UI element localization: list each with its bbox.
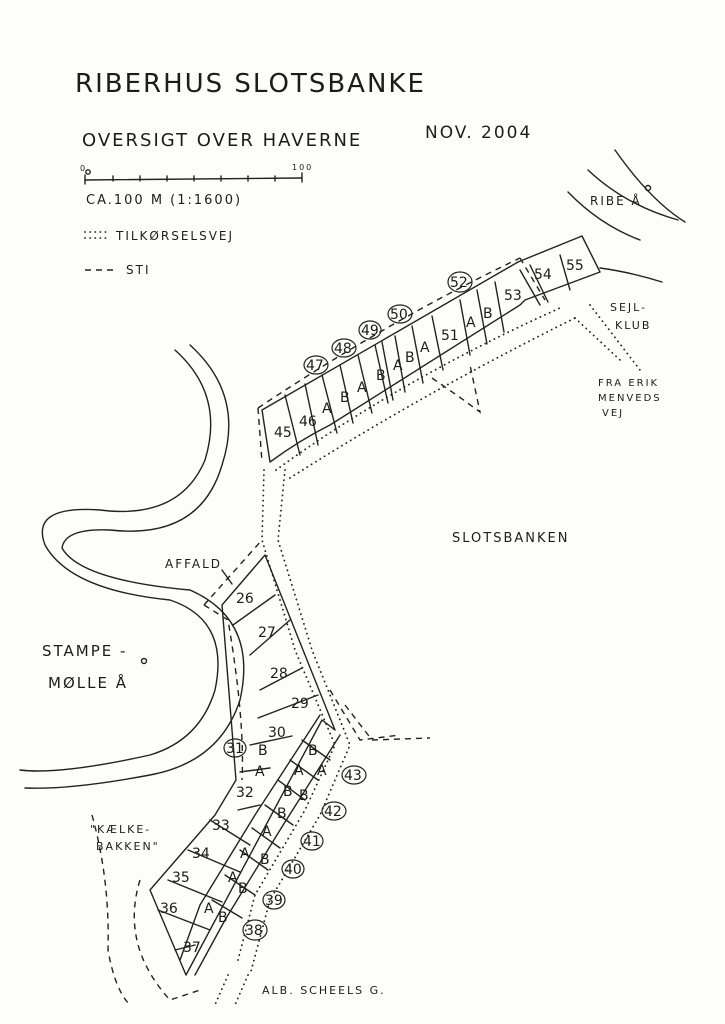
legend-sti: STI xyxy=(126,263,151,277)
circled-38: 38 xyxy=(242,919,268,941)
garden-54: 54 xyxy=(534,267,552,283)
garden-29: 29 xyxy=(291,696,309,712)
garden-41a: A xyxy=(262,824,272,840)
map-subtitle: OVERSIGT OVER HAVERNE xyxy=(82,130,362,151)
stampemolle-a-river xyxy=(19,349,219,772)
svg-text:52: 52 xyxy=(450,275,468,291)
svg-text:KLUB: KLUB xyxy=(615,319,651,332)
garden-26: 26 xyxy=(236,591,254,607)
garden-50a: A xyxy=(420,340,430,356)
svg-text:49: 49 xyxy=(361,323,379,339)
garden-43b: B xyxy=(308,743,318,759)
svg-text:40: 40 xyxy=(284,862,302,878)
garden-49a: A xyxy=(393,358,403,374)
ribe-a-river xyxy=(587,169,679,221)
garden-37: 37 xyxy=(183,940,201,956)
garden-38a: A xyxy=(204,901,214,917)
circled-48: 48 xyxy=(331,338,357,358)
scale-bar: 0 100 CA.100 M (1:1600) xyxy=(80,163,313,208)
svg-text:48: 48 xyxy=(334,341,352,357)
garden-51a: A xyxy=(466,315,476,331)
svg-text:MENVEDS: MENVEDS xyxy=(598,393,662,404)
circled-43: 43 xyxy=(341,765,367,785)
garden-42b-1: B xyxy=(283,784,293,800)
svg-text:VEJ: VEJ xyxy=(602,408,624,419)
garden-47b: B xyxy=(340,390,350,406)
svg-text:43: 43 xyxy=(344,768,362,784)
svg-text:38: 38 xyxy=(245,923,263,939)
circled-31: 31 xyxy=(223,738,247,758)
marker-dot xyxy=(140,657,148,665)
label-alb-scheels: ALB. SCHEELS G. xyxy=(262,984,386,997)
legend-tilkorselsvej: TILKØRSELSVEJ xyxy=(115,229,234,243)
garden-43a: A xyxy=(317,763,327,779)
garden-36: 36 xyxy=(160,901,178,917)
garden-28: 28 xyxy=(270,666,288,682)
lower-garden-block xyxy=(91,469,431,1006)
scale-end: 100 xyxy=(292,163,313,172)
garden-33: 33 xyxy=(212,818,230,834)
garden-41b: B xyxy=(277,806,287,822)
svg-text:41: 41 xyxy=(303,834,321,850)
label-fra-erik: FRA ERIK xyxy=(598,378,659,389)
garden-32: 32 xyxy=(236,785,254,801)
label-sejlklub: SEJL- xyxy=(610,301,647,314)
garden-42b-2: B xyxy=(299,788,309,804)
circled-42: 42 xyxy=(321,801,347,821)
svg-text:BAKKEN": BAKKEN" xyxy=(96,840,160,853)
garden-49b: B xyxy=(405,350,415,366)
svg-text:MØLLE Å: MØLLE Å xyxy=(48,673,128,692)
garden-30: 30 xyxy=(268,725,286,741)
scale-label: CA.100 M (1:1600) xyxy=(86,193,242,208)
garden-31b: B xyxy=(258,743,268,759)
garden-27: 27 xyxy=(258,625,276,641)
circled-50: 50 xyxy=(387,304,413,324)
label-affald: AFFALD xyxy=(165,557,222,571)
garden-34: 34 xyxy=(192,846,210,862)
garden-45: 45 xyxy=(274,425,292,441)
garden-40a: A xyxy=(240,846,250,862)
garden-53: 53 xyxy=(504,288,522,304)
garden-35: 35 xyxy=(172,870,190,886)
svg-text:39: 39 xyxy=(265,893,283,909)
garden-39a: A xyxy=(228,870,238,886)
garden-38b: B xyxy=(218,910,228,926)
circled-52: 52 xyxy=(447,271,473,293)
upper-garden-strip xyxy=(257,235,641,479)
circled-47: 47 xyxy=(303,355,329,375)
svg-text:47: 47 xyxy=(306,358,324,374)
garden-51: 51 xyxy=(441,328,459,344)
garden-39b: B xyxy=(238,881,248,897)
garden-46: 46 xyxy=(299,414,317,430)
map-title: RIBERHUS SLOTSBANKE xyxy=(75,69,426,99)
garden-40b: B xyxy=(260,852,270,868)
label-slotsbanken: SLOTSBANKEN xyxy=(452,531,569,546)
circled-39: 39 xyxy=(262,890,286,910)
circled-49: 49 xyxy=(358,320,382,340)
svg-text:42: 42 xyxy=(324,804,342,820)
garden-55: 55 xyxy=(566,258,584,274)
garden-48a: A xyxy=(357,380,367,396)
garden-52b: B xyxy=(483,306,493,322)
scale-start: 0 xyxy=(80,164,87,173)
garden-31a: A xyxy=(255,764,265,780)
label-kaelkebakken: "KÆLKE- xyxy=(90,823,151,836)
map-date: NOV. 2004 xyxy=(425,123,532,143)
circled-40: 40 xyxy=(281,859,305,879)
garden-46a: A xyxy=(322,401,332,417)
svg-text:31: 31 xyxy=(226,741,244,757)
garden-48b: B xyxy=(376,368,386,384)
svg-text:50: 50 xyxy=(390,307,408,323)
label-ribe-a: RIBE Å xyxy=(590,193,642,208)
label-stampemolle: STAMPE - xyxy=(42,642,127,660)
legend: TILKØRSELSVEJ STI xyxy=(84,229,234,277)
circled-41: 41 xyxy=(300,831,324,851)
garden-42a: A xyxy=(294,763,304,779)
